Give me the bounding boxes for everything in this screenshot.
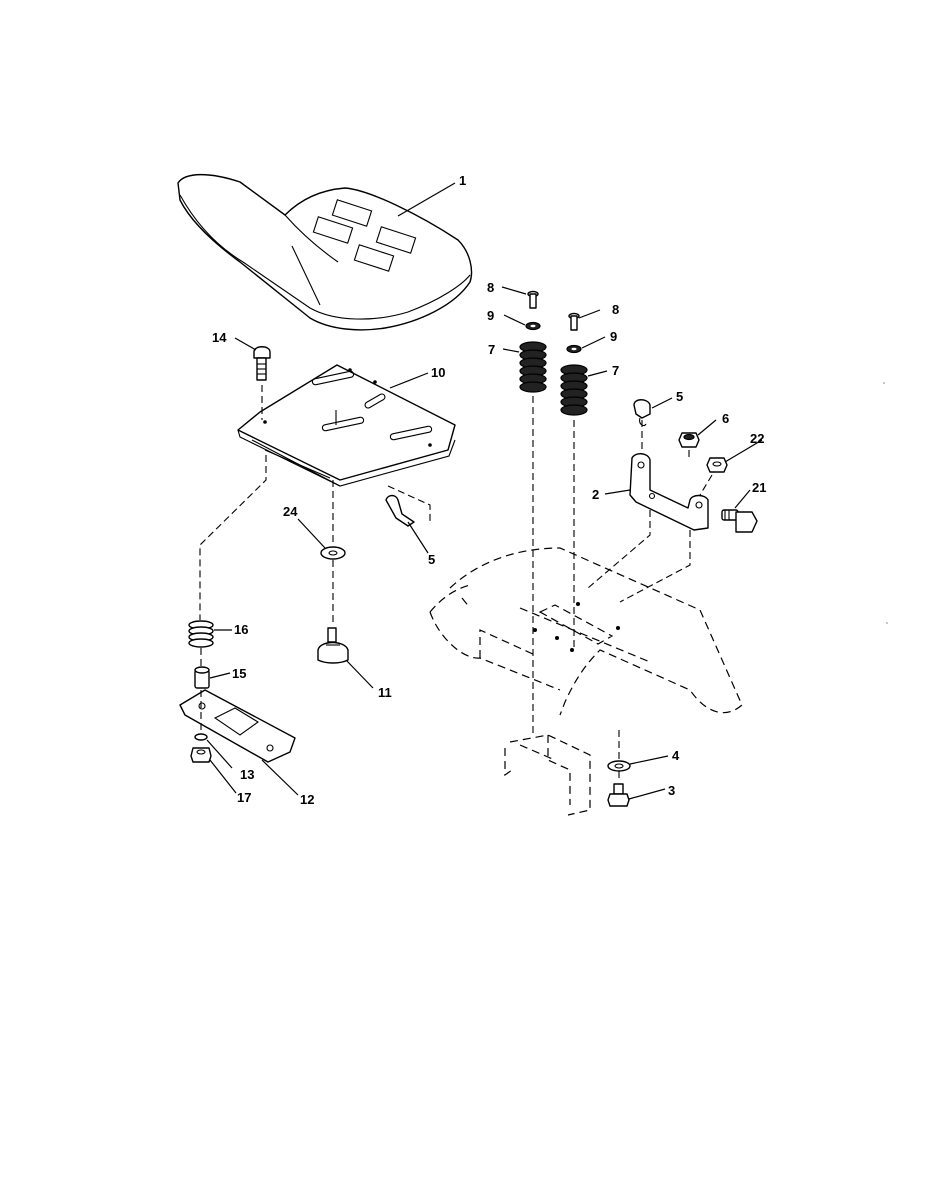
washer-13 <box>194 733 208 741</box>
washer-9-right <box>566 344 582 354</box>
callout-7-right: 7 <box>612 363 619 378</box>
seat-bracket <box>629 453 709 531</box>
stray-dot <box>883 382 885 384</box>
callout-13: 13 <box>240 767 254 782</box>
callout-5-left: 5 <box>428 552 435 567</box>
bolt-3 <box>607 783 630 807</box>
callout-14: 14 <box>212 330 227 345</box>
spring-7-right <box>560 364 588 416</box>
callout-10: 10 <box>431 365 445 380</box>
spring-16 <box>188 620 214 648</box>
callout-24: 24 <box>283 504 298 519</box>
spring-7-left <box>519 341 547 393</box>
callout-17: 17 <box>237 790 251 805</box>
callout-12: 12 <box>300 792 314 807</box>
shoulder-bolt <box>721 509 758 533</box>
bolt-8-left <box>527 290 539 309</box>
stray-dot <box>886 622 888 624</box>
callout-15: 15 <box>232 666 246 681</box>
callout-9-right: 9 <box>610 329 617 344</box>
callout-7-left: 7 <box>488 342 495 357</box>
carriage-bolt <box>253 346 271 381</box>
callout-labels: 1 8 8 9 9 7 7 14 10 5 5 6 22 2 21 24 16 … <box>212 173 766 807</box>
assembly-lines <box>199 385 713 782</box>
clip-right <box>633 399 651 427</box>
bolt-8-right <box>568 312 580 331</box>
callout-11: 11 <box>378 685 392 700</box>
callout-16: 16 <box>234 622 248 637</box>
callout-3: 3 <box>668 783 675 798</box>
adjustment-knob <box>317 627 349 664</box>
washer-24 <box>320 546 346 560</box>
nut-6 <box>678 432 700 448</box>
seat-pan <box>237 364 456 487</box>
nut-22 <box>706 457 728 473</box>
callout-5-right: 5 <box>676 389 683 404</box>
washer-4 <box>607 760 631 772</box>
callout-1: 1 <box>459 173 466 188</box>
callout-21: 21 <box>752 480 766 495</box>
hinge-bracket <box>179 689 296 763</box>
callout-22: 22 <box>750 431 764 446</box>
clip-left <box>385 485 431 527</box>
tractor-frame-outline <box>429 547 743 816</box>
callout-8-right: 8 <box>612 302 619 317</box>
leader-lines <box>206 182 763 800</box>
callout-8-left: 8 <box>487 280 494 295</box>
washer-9-left <box>525 321 541 331</box>
callout-2: 2 <box>592 487 599 502</box>
callout-6: 6 <box>722 411 729 426</box>
spacer-15 <box>194 666 210 689</box>
nut-17 <box>190 747 212 763</box>
seat <box>177 173 473 331</box>
callout-9-left: 9 <box>487 308 494 323</box>
callout-4: 4 <box>672 748 680 763</box>
